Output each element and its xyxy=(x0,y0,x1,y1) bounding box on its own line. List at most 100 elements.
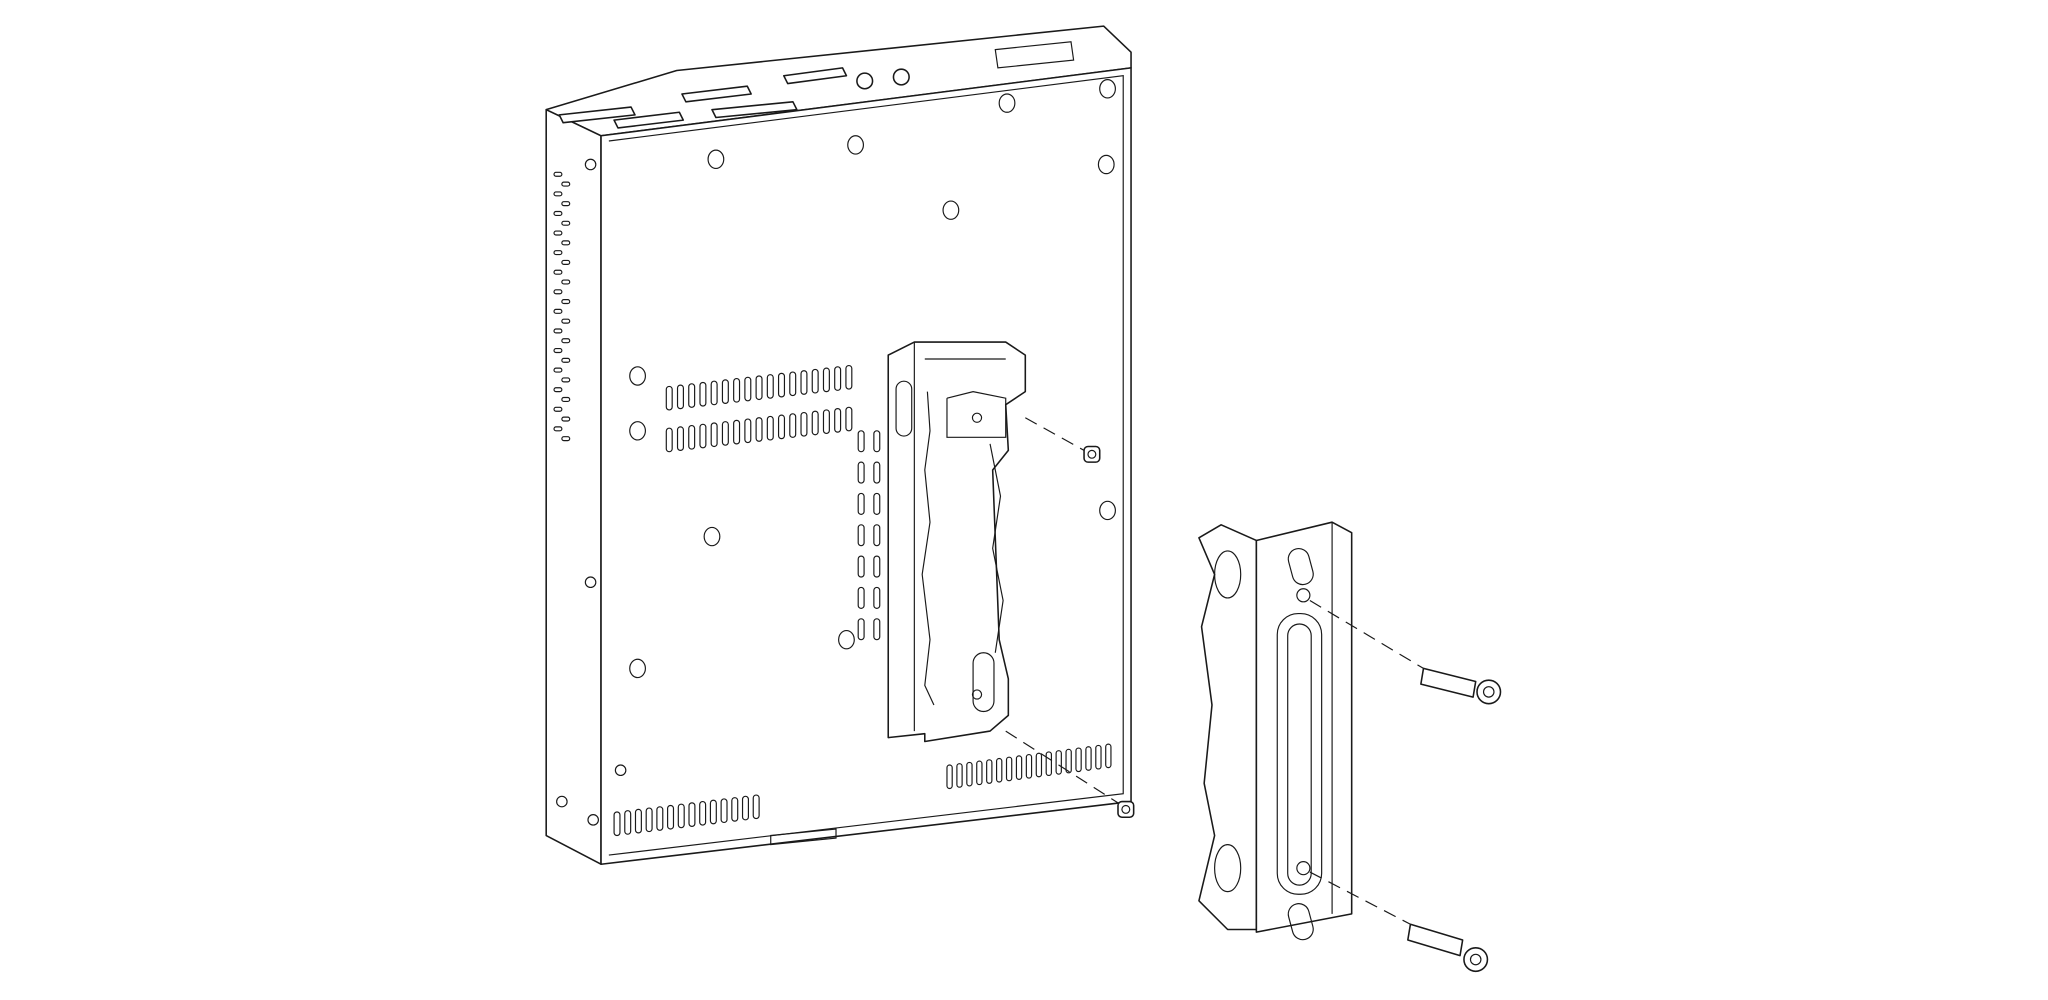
mounting-hole xyxy=(1099,79,1116,99)
vent-slot xyxy=(710,380,718,406)
vent-slot xyxy=(1025,753,1033,779)
vent-slot xyxy=(834,366,842,391)
panel-inner-edge xyxy=(608,75,1124,856)
vent-slot xyxy=(857,492,865,515)
vent-slot xyxy=(777,414,786,440)
side-vent xyxy=(561,396,571,403)
mounting-hole xyxy=(942,200,960,220)
vent-slot xyxy=(766,374,774,399)
device-back-panel xyxy=(600,67,1132,866)
vent-slot xyxy=(873,461,881,484)
terminal-block xyxy=(783,67,848,85)
vent-slot xyxy=(857,618,865,641)
side-vent xyxy=(561,416,571,422)
mounting-hole xyxy=(1099,500,1116,521)
vent-slot xyxy=(755,375,763,401)
mounting-hole xyxy=(847,135,865,155)
vent-slot xyxy=(1095,744,1102,770)
mounting-hole xyxy=(703,526,721,547)
vent-slot xyxy=(966,761,973,787)
terminal-block xyxy=(711,101,798,119)
side-vent xyxy=(553,289,563,295)
vent-slot xyxy=(995,757,1003,783)
vent-slot xyxy=(1055,750,1062,775)
vent-slot xyxy=(1085,746,1092,771)
mounting-hole xyxy=(838,629,855,650)
side-vent xyxy=(553,250,563,256)
side-vent xyxy=(561,338,571,344)
vent-slot xyxy=(613,811,621,837)
installed-bracket xyxy=(887,341,1027,743)
screw-hole xyxy=(556,795,568,808)
vent-slot xyxy=(667,804,675,830)
side-vent xyxy=(553,269,563,275)
vent-slot xyxy=(811,368,819,394)
vent-slot xyxy=(1065,748,1072,774)
vent-slot xyxy=(811,410,819,436)
vent-slot xyxy=(710,422,718,448)
bottom-foot xyxy=(770,828,837,846)
vent-slot xyxy=(845,364,853,390)
vent-slot xyxy=(721,379,729,404)
side-vent xyxy=(553,347,563,354)
vent-slot xyxy=(834,408,842,433)
vent-slot xyxy=(634,808,642,834)
vent-slot xyxy=(721,421,729,446)
vent-slot xyxy=(752,794,760,820)
side-vent xyxy=(553,426,563,432)
loose-bracket xyxy=(1198,521,1353,941)
alignment-lines xyxy=(1005,417,1424,925)
device-chassis xyxy=(545,25,1132,866)
mounting-hole xyxy=(629,658,646,679)
side-vent xyxy=(553,230,563,236)
mounting-hole xyxy=(998,93,1016,113)
vent-slot xyxy=(665,427,673,453)
vent-slot xyxy=(676,426,684,451)
vent-slots xyxy=(553,171,1112,837)
side-vent xyxy=(561,181,571,187)
side-vent xyxy=(561,279,571,285)
vent-slot xyxy=(1045,751,1053,777)
vent-slot xyxy=(733,378,741,403)
vent-slot xyxy=(822,367,830,393)
vent-slot xyxy=(720,798,728,824)
side-vent xyxy=(561,259,571,265)
vent-slot xyxy=(986,759,993,784)
device-side-face xyxy=(545,108,602,866)
bolt xyxy=(1407,923,1489,973)
mounting-holes xyxy=(556,79,1116,826)
power-inlet xyxy=(994,41,1075,69)
vent-slot xyxy=(857,555,865,578)
vent-slot xyxy=(873,555,881,578)
side-vent xyxy=(553,308,563,314)
vent-slot xyxy=(731,797,739,822)
vent-slot xyxy=(755,417,763,442)
side-vent xyxy=(561,220,571,226)
side-vent xyxy=(561,357,571,363)
vent-slot xyxy=(699,423,707,449)
side-vent xyxy=(561,377,571,383)
side-vent xyxy=(553,367,563,373)
mounting-hole xyxy=(1097,154,1115,175)
side-vent xyxy=(553,171,563,177)
vent-slot xyxy=(709,799,717,825)
bolt xyxy=(1420,667,1502,705)
mounting-hole xyxy=(629,421,646,441)
side-vent xyxy=(553,191,563,197)
vent-slot xyxy=(744,376,752,402)
terminal-connectors xyxy=(558,67,848,129)
mounting-hole xyxy=(629,366,646,386)
vent-slot xyxy=(741,795,750,821)
vent-slot xyxy=(1105,743,1112,769)
screw-hole xyxy=(614,764,627,777)
vent-slot xyxy=(1015,755,1023,780)
vent-slot xyxy=(688,425,696,450)
vent-slot xyxy=(946,764,953,790)
screw-hole xyxy=(584,158,597,171)
terminal-block xyxy=(681,85,752,103)
vent-slot xyxy=(1075,747,1082,773)
vent-slot xyxy=(1005,756,1013,782)
vent-slot xyxy=(873,618,881,641)
vent-slot xyxy=(857,430,865,453)
vent-slot xyxy=(789,413,797,438)
